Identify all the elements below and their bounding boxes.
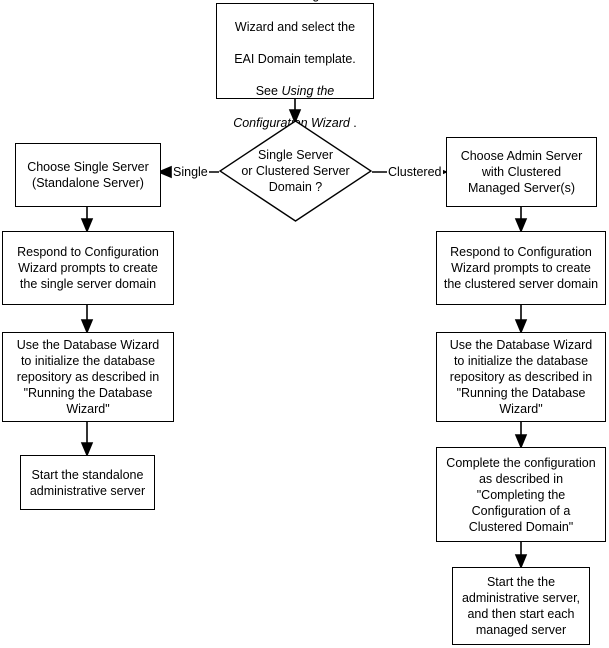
node-respond-single-domain: Respond to Configuration Wizard prompts …	[2, 231, 174, 305]
node-complete-configuration: Complete the configuration as described …	[436, 447, 606, 542]
node-decision-label: Single Server or Clustered Server Domain…	[241, 148, 350, 194]
node-start-text: Start the Configuration Wizard and selec…	[232, 0, 357, 131]
node-start-italic1: Using the	[281, 84, 335, 98]
node-choose-single-server: Choose Single Server (Standalone Server)	[15, 143, 161, 207]
node-start-admin-and-managed: Start the the administrative server, and…	[452, 567, 590, 645]
node-start-line4: See	[255, 84, 282, 98]
node-start-line1: Start the Configuration	[232, 0, 357, 2]
edge-label-clustered: Clustered	[387, 165, 443, 179]
diamond-shape	[219, 120, 372, 222]
node-start-line5: .	[349, 116, 357, 130]
node-respond-clustered-domain: Respond to Configuration Wizard prompts …	[436, 231, 606, 305]
node-start-line3: EAI Domain template.	[234, 52, 356, 66]
node-database-wizard-clustered: Use the Database Wizard to initialize th…	[436, 332, 606, 422]
edge-label-single: Single	[172, 165, 209, 179]
node-start-line2: Wizard and select the	[234, 20, 356, 34]
node-start: Start the Configuration Wizard and selec…	[216, 0, 374, 130]
node-database-wizard-single: Use the Database Wizard to initialize th…	[2, 332, 174, 422]
node-choose-admin-server: Choose Admin Server with Clustered Manag…	[446, 137, 597, 207]
node-start-standalone-server: Start the standalone administrative serv…	[20, 455, 155, 510]
node-decision: Single Server or Clustered Server Domain…	[219, 120, 372, 222]
